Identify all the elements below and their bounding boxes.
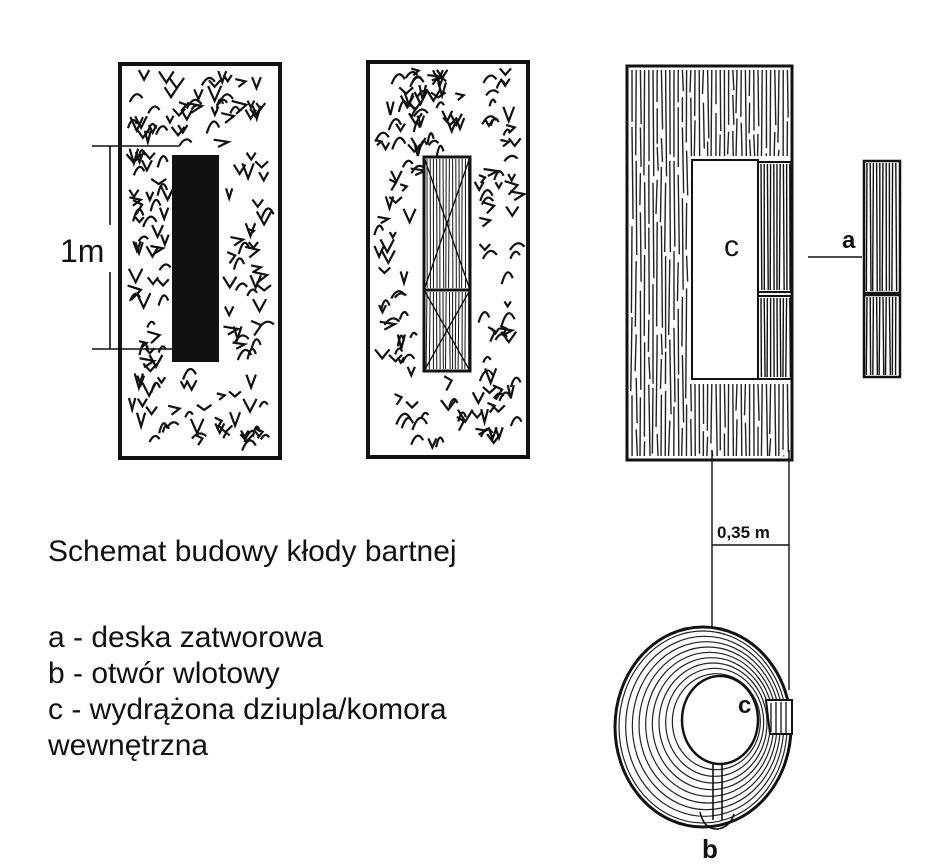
label-c-front: c	[724, 230, 739, 263]
log-cross-section: c b	[613, 625, 793, 864]
legend-item-a: a - deska zatworowa	[48, 621, 324, 654]
label-b: b	[702, 834, 718, 864]
legend-item-b: b - otwór wlotowy	[48, 657, 280, 690]
log-front-bark-boards	[366, 60, 530, 459]
closing-boards-side	[757, 161, 792, 380]
board-a: a	[808, 159, 902, 379]
label-c-cross: c	[738, 692, 751, 719]
log-front-bark-opening: 1m	[60, 62, 282, 460]
entrance-hole	[699, 764, 735, 830]
label-0-35m: 0,35 m	[717, 523, 770, 542]
log-section-hollow: c	[625, 64, 794, 462]
flight-hole-black	[172, 155, 219, 362]
cross-section-hollow	[680, 674, 760, 766]
dimension-1m	[92, 145, 180, 350]
bark-texture-1	[125, 69, 275, 451]
cross-section-board	[764, 699, 793, 735]
bark-texture-2	[373, 67, 528, 451]
hollow-chamber	[691, 159, 759, 380]
closing-boards-front	[422, 155, 472, 373]
diagram-caption: Schemat budowy kłody bartnej	[48, 535, 457, 568]
legend: a - deska zatworowa b - otwór wlotowy c …	[48, 620, 588, 764]
legend-item-c: c - wydrążona dziupla/komora wewnętrzna	[48, 693, 447, 762]
label-a: a	[842, 227, 856, 254]
wood-grain-3	[630, 69, 790, 457]
label-1m: 1m	[60, 233, 104, 269]
